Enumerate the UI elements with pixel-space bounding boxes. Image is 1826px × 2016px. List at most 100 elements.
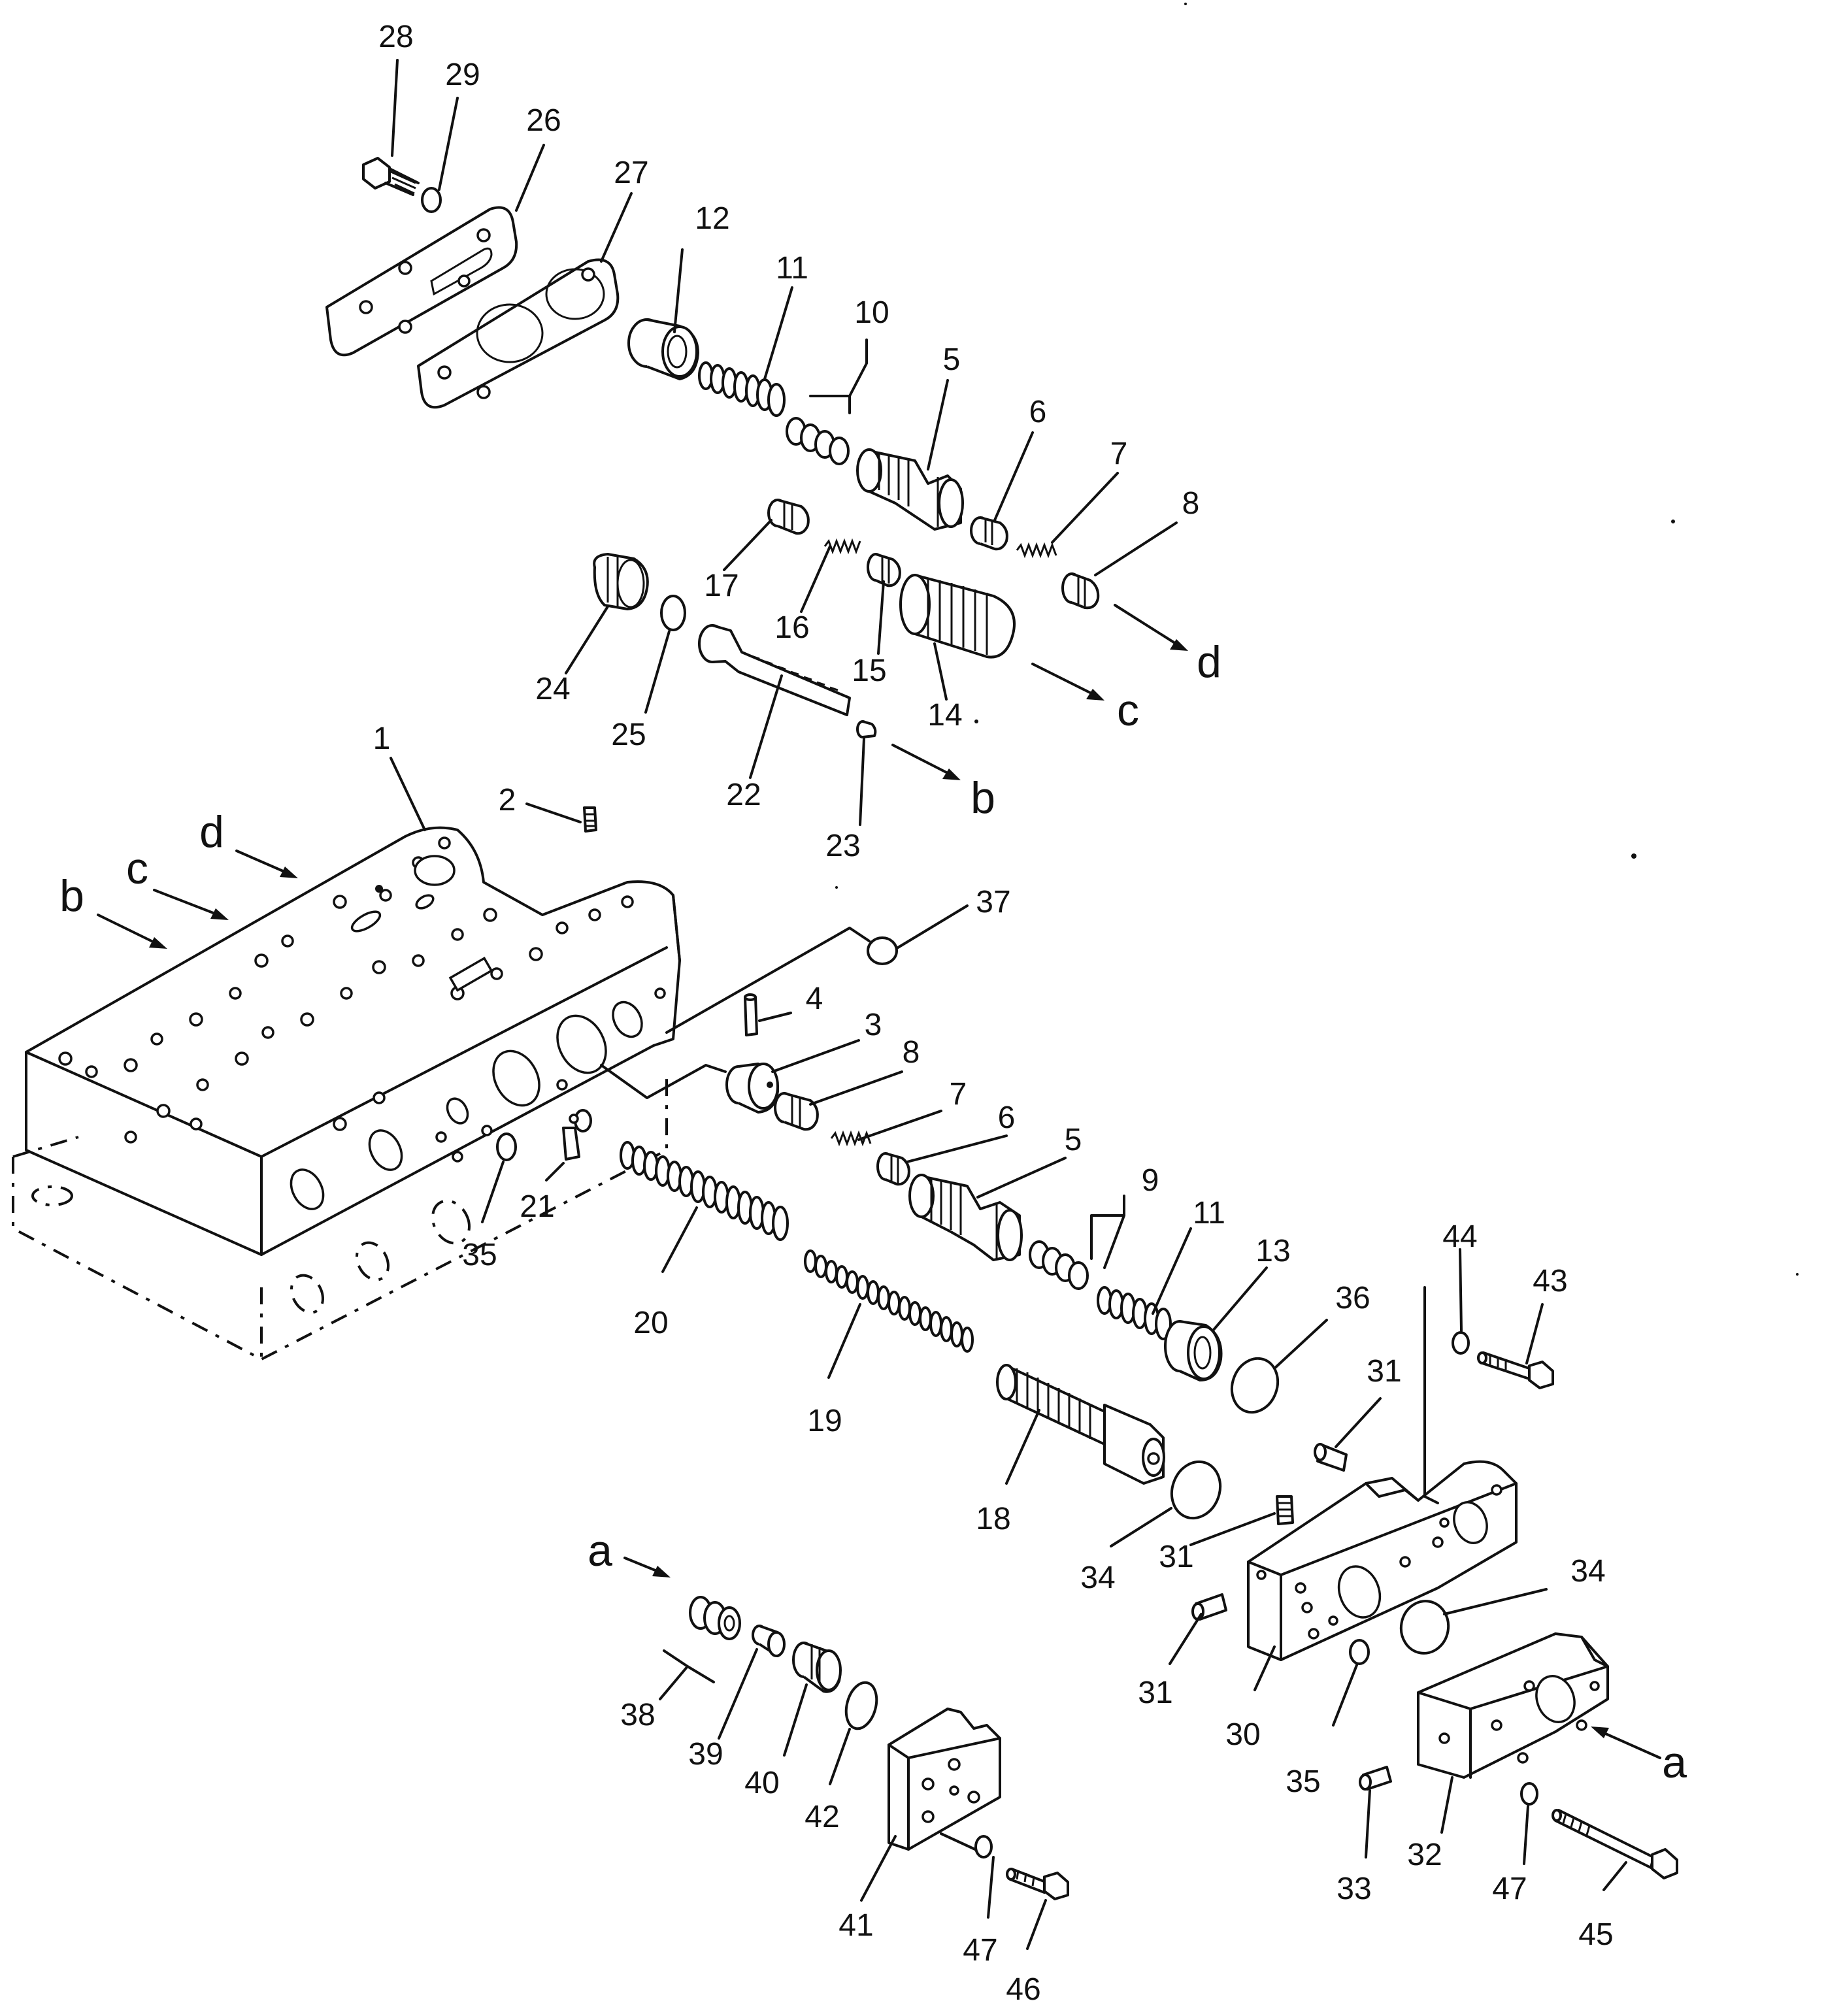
callout-23: 23 xyxy=(825,829,860,863)
callout-3: 3 xyxy=(865,1008,882,1042)
callout-15: 15 xyxy=(852,653,886,688)
part-34-o-ring-right xyxy=(1399,1600,1450,1655)
part-17-plug xyxy=(767,499,810,535)
callout-12: 12 xyxy=(695,201,729,236)
callout-47b: 47 xyxy=(963,1933,997,1968)
callout-19: 19 xyxy=(807,1404,842,1438)
part-39-piston xyxy=(752,1625,786,1657)
flow-letter-b-left: b xyxy=(59,871,84,921)
callout-14: 14 xyxy=(927,698,962,733)
callout-7a: 7 xyxy=(1110,437,1128,471)
scan-specks xyxy=(835,3,1799,1276)
callout-22: 22 xyxy=(726,778,761,812)
callout-31b: 31 xyxy=(1159,1540,1193,1574)
callout-10: 10 xyxy=(854,295,889,330)
part-35-o-ring-right xyxy=(1349,1639,1370,1665)
part-6-plug-upper xyxy=(970,516,1008,551)
callout-6a: 6 xyxy=(1029,395,1047,429)
part-4-pin xyxy=(744,993,758,1036)
callout-17: 17 xyxy=(704,569,739,603)
part-13-cap xyxy=(1164,1320,1223,1381)
part-31-plug-a xyxy=(1314,1443,1348,1472)
part-32-housing xyxy=(1417,1632,1609,1779)
parts-artwork xyxy=(12,157,1678,1900)
callout-4: 4 xyxy=(806,982,823,1016)
callout-26: 26 xyxy=(526,103,561,138)
callout-34a: 34 xyxy=(1080,1561,1115,1595)
part-34-o-ring-mid xyxy=(1170,1460,1222,1520)
part-27-gasket xyxy=(417,258,620,409)
flow-letter-a-left: a xyxy=(588,1526,612,1576)
flow-arrows xyxy=(97,604,1661,1759)
part-41-cover xyxy=(888,1708,1001,1851)
callout-30: 30 xyxy=(1225,1717,1260,1752)
callout-11b: 11 xyxy=(1193,1196,1225,1231)
callout-39: 39 xyxy=(688,1737,723,1772)
callout-labels: 28 29 26 27 12 11 10 5 6 7 8 17 16 15 14… xyxy=(373,20,1614,2007)
part-8-plug-lower xyxy=(774,1092,819,1131)
part-44-washer xyxy=(1452,1331,1470,1355)
callout-34b: 34 xyxy=(1570,1554,1605,1589)
part-47-washer-right xyxy=(1520,1782,1538,1806)
part-6-plug-lower xyxy=(876,1152,910,1186)
callout-36: 36 xyxy=(1335,1281,1370,1315)
callout-47a: 47 xyxy=(1492,1872,1527,1906)
part-lower-body-phantom xyxy=(12,1078,668,1361)
callout-6b: 6 xyxy=(998,1100,1016,1135)
callout-37: 37 xyxy=(976,885,1010,919)
callout-35a: 35 xyxy=(462,1238,497,1272)
callout-11a: 11 xyxy=(776,251,808,286)
callout-21: 21 xyxy=(520,1189,554,1224)
callout-28: 28 xyxy=(378,20,413,54)
part-14-spool xyxy=(899,574,1016,659)
flow-letter-d-right: d xyxy=(1197,637,1221,687)
part-30-housing xyxy=(1247,1460,1518,1661)
flow-letter-d-left: d xyxy=(199,807,224,857)
part-43-bolt xyxy=(1477,1351,1554,1389)
callout-31a: 31 xyxy=(1367,1354,1401,1389)
part-21-clip xyxy=(562,1109,592,1161)
callout-42: 42 xyxy=(805,1800,839,1834)
part-7-spring-lower xyxy=(830,1130,872,1147)
leader-3-bore xyxy=(600,1064,727,1099)
callout-43: 43 xyxy=(1533,1264,1567,1298)
part-3-sleeve xyxy=(725,1063,779,1114)
callout-33: 33 xyxy=(1336,1872,1371,1906)
part-19-spring xyxy=(804,1249,974,1353)
part-45-bolt xyxy=(1552,1809,1678,1879)
callout-16: 16 xyxy=(774,610,809,645)
callout-29: 29 xyxy=(445,58,480,92)
part-1-valve-body xyxy=(25,826,681,1256)
part-11-spring-upper xyxy=(698,361,786,417)
part-26-cover-plate xyxy=(325,206,518,357)
part-24-plug xyxy=(593,553,649,610)
part-22-stem xyxy=(698,624,851,716)
part-25-o-ring xyxy=(660,595,686,631)
flow-letter-b-right: b xyxy=(971,773,995,823)
callout-27: 27 xyxy=(614,156,648,190)
part-11-spring-lower xyxy=(1097,1286,1172,1340)
callout-38: 38 xyxy=(620,1698,655,1732)
callout-32: 32 xyxy=(1407,1838,1442,1872)
callout-24: 24 xyxy=(535,672,570,706)
callout-40: 40 xyxy=(744,1766,779,1800)
callout-5b: 5 xyxy=(1065,1123,1082,1157)
callout-13: 13 xyxy=(1255,1234,1290,1268)
callout-44: 44 xyxy=(1442,1219,1477,1254)
part-5-spool-lower xyxy=(908,1174,1023,1261)
callout-8a: 8 xyxy=(1182,486,1200,521)
callout-5a: 5 xyxy=(943,342,961,377)
part-31-plug-b xyxy=(1276,1495,1294,1525)
part-8-plug-upper xyxy=(1061,572,1100,610)
part-9-shims xyxy=(1029,1240,1089,1290)
part-12-cap xyxy=(627,318,699,380)
callout-2: 2 xyxy=(499,783,516,818)
part-35-o-ring-left xyxy=(496,1132,517,1161)
callout-18: 18 xyxy=(976,1502,1010,1536)
part-40-piston xyxy=(792,1642,842,1693)
callout-45: 45 xyxy=(1578,1917,1613,1952)
part-31-plug-c xyxy=(1191,1593,1227,1621)
part-37-o-ring xyxy=(867,936,898,965)
part-7-spring-upper xyxy=(1016,542,1057,559)
